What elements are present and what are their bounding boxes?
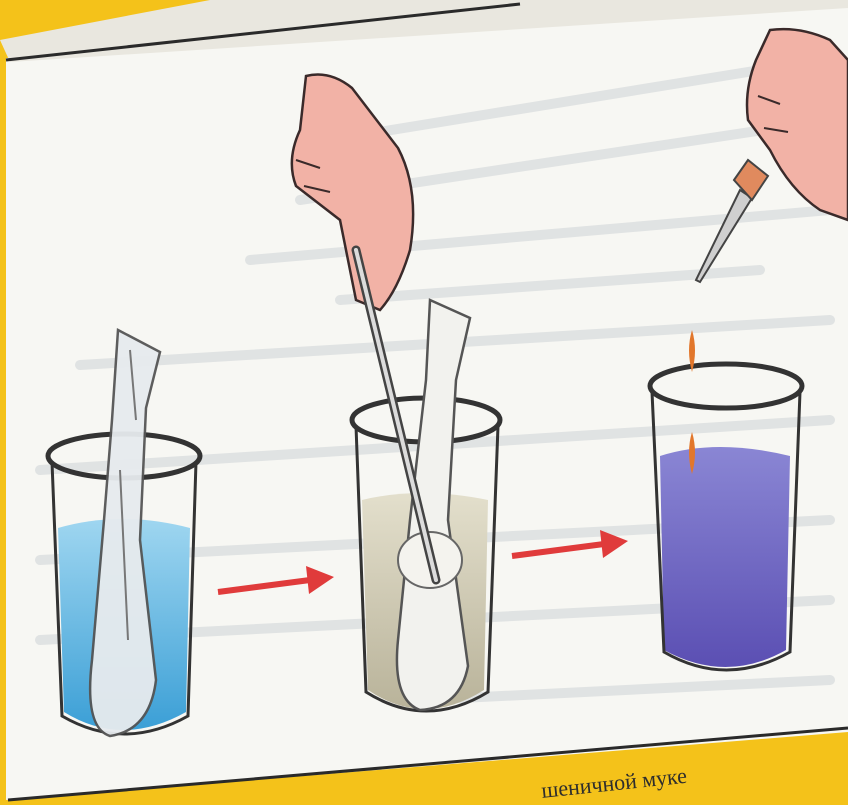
beaker-3-liquid (660, 447, 790, 667)
